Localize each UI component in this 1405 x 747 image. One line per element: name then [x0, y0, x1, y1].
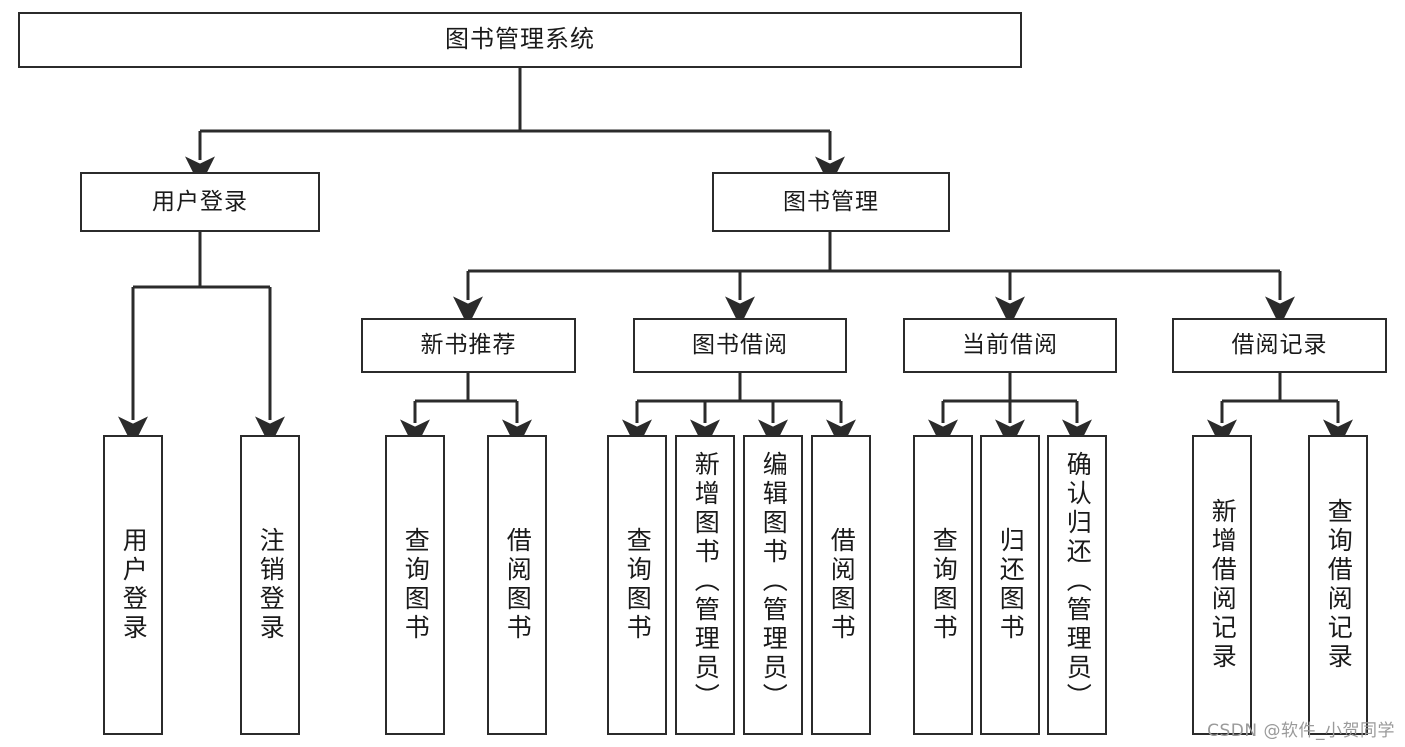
csdn-watermark: CSDN @软件_小贺同学 — [1207, 721, 1395, 741]
node-label: 借阅记录 — [1231, 332, 1328, 359]
leaf-record-query-record[interactable]: 查询借阅记录 — [1308, 435, 1368, 735]
leaf-current-confirm-return-admin[interactable]: 确认归还（管理员） — [1047, 435, 1107, 735]
node-book-management[interactable]: 图书管理 — [712, 172, 950, 232]
leaf-recommend-query-book[interactable]: 查询图书 — [385, 435, 445, 735]
leaf-current-query-book[interactable]: 查询图书 — [913, 435, 973, 735]
leaf-recommend-borrow-book[interactable]: 借阅图书 — [487, 435, 547, 735]
leaf-borrow-query-book[interactable]: 查询图书 — [607, 435, 667, 735]
leaf-borrow-borrow-book[interactable]: 借阅图书 — [811, 435, 871, 735]
node-label: 确认归还（管理员） — [1063, 451, 1093, 712]
leaf-borrow-edit-book-admin[interactable]: 编辑图书（管理员） — [743, 435, 803, 735]
node-current-borrow[interactable]: 当前借阅 — [903, 318, 1117, 373]
node-label: 查询图书 — [929, 527, 959, 643]
node-new-book-recommend[interactable]: 新书推荐 — [361, 318, 576, 373]
node-label: 新增借阅记录 — [1208, 498, 1238, 672]
node-label: 新增图书（管理员） — [691, 451, 721, 712]
leaf-user-login-logout[interactable]: 注销登录 — [240, 435, 300, 735]
node-root-system[interactable]: 图书管理系统 — [18, 12, 1022, 68]
node-label: 借阅图书 — [503, 527, 533, 643]
node-label: 借阅图书 — [827, 527, 857, 643]
node-label: 查询图书 — [623, 527, 653, 643]
node-label: 图书管理 — [783, 188, 879, 215]
node-label: 用户登录 — [152, 188, 248, 215]
node-label: 用户登录 — [119, 527, 149, 643]
node-book-borrow[interactable]: 图书借阅 — [633, 318, 847, 373]
node-borrow-record[interactable]: 借阅记录 — [1172, 318, 1387, 373]
leaf-user-login-login[interactable]: 用户登录 — [103, 435, 163, 735]
node-label: 归还图书 — [996, 527, 1026, 643]
node-label: 图书借阅 — [692, 332, 788, 359]
leaf-borrow-add-book-admin[interactable]: 新增图书（管理员） — [675, 435, 735, 735]
leaf-current-return-book[interactable]: 归还图书 — [980, 435, 1040, 735]
node-label: 查询借阅记录 — [1324, 498, 1354, 672]
leaf-record-add-record[interactable]: 新增借阅记录 — [1192, 435, 1252, 735]
node-user-login[interactable]: 用户登录 — [80, 172, 320, 232]
node-label: 图书管理系统 — [445, 25, 595, 54]
node-label: 编辑图书（管理员） — [759, 451, 789, 712]
node-label: 当前借阅 — [962, 332, 1058, 359]
node-label: 新书推荐 — [420, 332, 517, 359]
node-label: 查询图书 — [401, 527, 431, 643]
node-label: 注销登录 — [256, 527, 286, 643]
